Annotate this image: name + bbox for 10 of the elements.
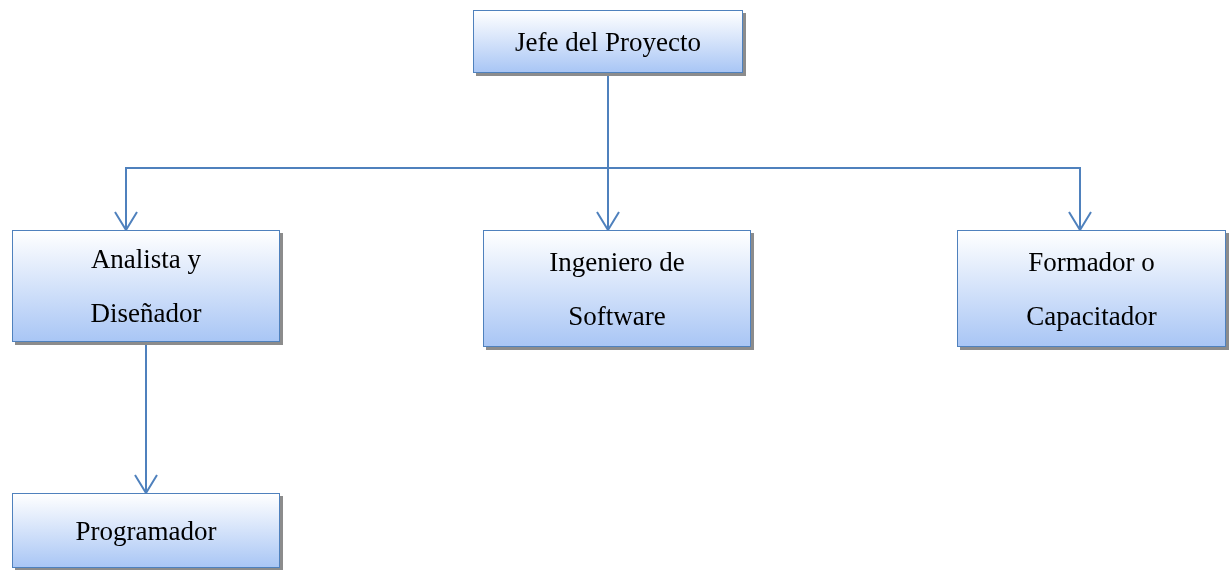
role-box xyxy=(12,230,280,342)
role-label: Jefe del Proyecto xyxy=(515,25,701,59)
role-box xyxy=(957,230,1226,347)
role-label: Ingeniero de Software xyxy=(548,245,686,333)
role-box xyxy=(12,493,280,568)
role-label: Programador xyxy=(75,514,217,548)
role-box xyxy=(473,10,743,73)
role-label: Analista y Diseñador xyxy=(89,243,203,330)
role-label: Formador o Capacitador xyxy=(1025,245,1158,333)
role-box xyxy=(483,230,751,347)
